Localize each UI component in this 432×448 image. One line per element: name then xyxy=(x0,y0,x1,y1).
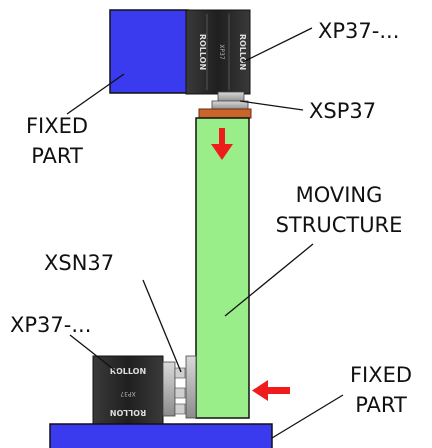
module-brand-text: ROLLON xyxy=(198,34,207,70)
arrow-left-icon xyxy=(252,380,290,401)
leader-xsn37 xyxy=(142,279,182,373)
label-moving-structure-2: STRUCTURE xyxy=(276,213,403,237)
fixed-part-bottom-block xyxy=(49,423,273,448)
xsn37-slider xyxy=(162,355,197,419)
xp37-module-bottom: ROLLON XP37 ROLLON xyxy=(92,355,164,425)
arrow-down-icon xyxy=(211,128,233,160)
xp37-module-top: ROLLON XP37 ROLLON xyxy=(185,9,251,95)
label-fixed-part-left-2: PART xyxy=(31,144,83,168)
module-bottom-model: XP37 xyxy=(120,390,136,397)
label-fixed-part-right-1: FIXED xyxy=(350,363,412,387)
moving-structure-bar xyxy=(195,117,250,419)
label-fixed-part-left-1: FIXED xyxy=(26,114,88,138)
label-xp37-bottom: XP37-... xyxy=(10,313,91,337)
label-moving-structure-1: MOVING xyxy=(296,183,383,207)
leader-xp37-top xyxy=(242,27,313,63)
module-bottom-brand: ROLLON xyxy=(110,367,146,376)
leader-fixed-right xyxy=(271,394,344,439)
label-xsp37: XSP37 xyxy=(309,99,376,123)
leader-xp37-bottom xyxy=(69,334,118,373)
label-xp37-top: XP37-... xyxy=(318,19,399,43)
label-fixed-part-right-2: PART xyxy=(355,393,407,417)
module-model-text: XP37 xyxy=(218,44,225,60)
leader-moving-structure xyxy=(224,243,314,317)
module-bottom-brand-2: ROLLON xyxy=(110,408,146,417)
xsp37-slider xyxy=(198,91,252,119)
label-xsn37: XSN37 xyxy=(44,251,114,275)
leader-xsp37 xyxy=(239,100,304,111)
module-brand-text-2: ROLLON xyxy=(238,34,247,70)
fixed-part-top-block xyxy=(109,9,189,94)
leader-fixed-left xyxy=(66,73,125,115)
